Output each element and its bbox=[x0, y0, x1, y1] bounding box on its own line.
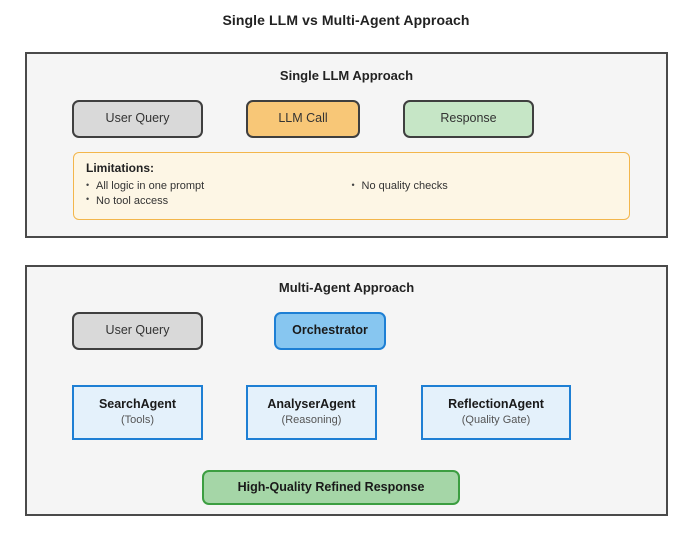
list-item: No tool access bbox=[86, 193, 352, 209]
node-label: User Query bbox=[105, 111, 170, 126]
limitations-callout: Limitations: All logic in one prompt No … bbox=[73, 152, 630, 220]
node-label: LLM Call bbox=[278, 111, 328, 126]
panel-title-multi-agent: Multi-Agent Approach bbox=[278, 280, 415, 295]
node-label: SearchAgent bbox=[98, 396, 177, 411]
node-response[interactable]: Response bbox=[403, 100, 534, 138]
page-title: Single LLM vs Multi-Agent Approach bbox=[222, 12, 470, 28]
node-label: User Query bbox=[105, 323, 170, 338]
limitations-heading: Limitations: bbox=[86, 161, 154, 175]
list-item: No quality checks bbox=[352, 179, 618, 194]
node-sublabel: (Tools) bbox=[120, 414, 154, 427]
node-label: Orchestrator bbox=[292, 323, 368, 338]
limitations-column-left: All logic in one prompt No tool access bbox=[86, 179, 352, 209]
node-label: Response bbox=[440, 111, 497, 126]
node-label: ReflectionAgent bbox=[448, 396, 544, 411]
panel-title-single-llm: Single LLM Approach bbox=[279, 68, 414, 83]
node-sublabel: (Quality Gate) bbox=[461, 414, 531, 427]
node-orchestrator[interactable]: Orchestrator bbox=[274, 312, 386, 350]
node-user-query-multi[interactable]: User Query bbox=[72, 312, 203, 350]
node-search-agent[interactable]: SearchAgent (Tools) bbox=[72, 385, 203, 440]
node-final-response[interactable]: High-Quality Refined Response bbox=[202, 470, 460, 505]
limitations-column-right: No quality checks bbox=[352, 179, 618, 209]
node-label: High-Quality Refined Response bbox=[237, 479, 425, 494]
node-sublabel: (Reasoning) bbox=[281, 414, 342, 427]
node-llm-call[interactable]: LLM Call bbox=[246, 100, 360, 138]
node-label: AnalyserAgent bbox=[267, 396, 356, 411]
node-analyser-agent[interactable]: AnalyserAgent (Reasoning) bbox=[246, 385, 377, 440]
list-item: All logic in one prompt bbox=[86, 179, 352, 194]
node-reflection-agent[interactable]: ReflectionAgent (Quality Gate) bbox=[421, 385, 571, 440]
node-user-query-single[interactable]: User Query bbox=[72, 100, 203, 138]
